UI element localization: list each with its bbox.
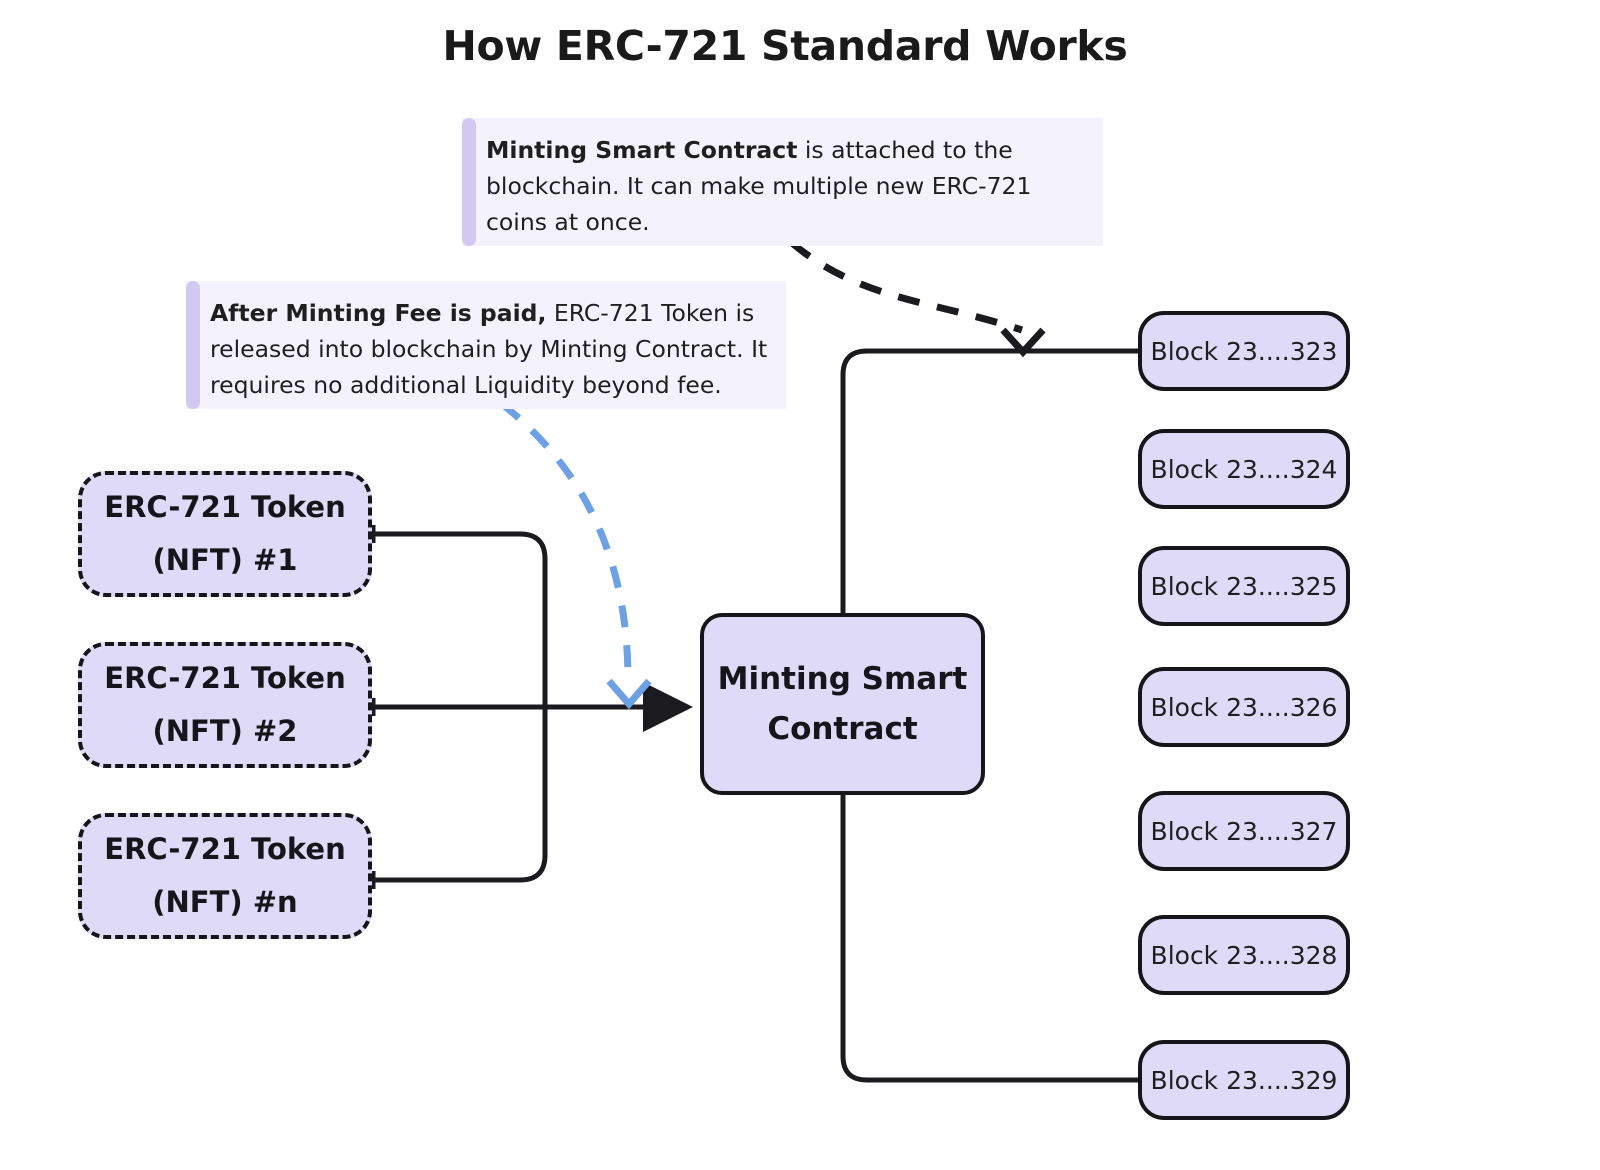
note-accent-bar (186, 281, 200, 409)
block-node-2[interactable]: Block 23....324 (1138, 429, 1350, 509)
block-node-7[interactable]: Block 23....329 (1138, 1040, 1350, 1120)
dashed-arrow-fee-note-head (606, 678, 652, 710)
block-node-7-label: Block 23....329 (1150, 1065, 1338, 1095)
edge-token1-to-contract (372, 531, 548, 707)
contract-line2: Contract (767, 711, 918, 747)
minting-smart-contract-node[interactable]: Minting Smart Contract (700, 613, 985, 795)
token-node-2-line2: (NFT) #2 (152, 714, 298, 748)
block-node-1[interactable]: Block 23....323 (1138, 311, 1350, 391)
page-title: How ERC-721 Standard Works (442, 22, 1128, 70)
note-accent-bar (462, 118, 476, 246)
edge-token3-to-contract (372, 707, 548, 883)
block-node-4-label: Block 23....326 (1150, 692, 1338, 722)
token-node-1-line2: (NFT) #1 (152, 543, 298, 577)
note-strong-text: Minting Smart Contract (486, 136, 798, 164)
block-node-3[interactable]: Block 23....325 (1138, 546, 1350, 626)
token-node-3-line2: (NFT) #n (152, 885, 298, 919)
block-node-5[interactable]: Block 23....327 (1138, 791, 1350, 871)
dashed-arrow-fee-note (499, 401, 632, 681)
note-strong-text: After Minting Fee is paid, (210, 299, 547, 327)
minting-smart-contract-label: Minting Smart Contract (718, 654, 968, 754)
token-node-1-label: ERC-721 Token (NFT) #1 (104, 481, 345, 587)
edge-contract-spine (840, 348, 1138, 613)
minting-fee-note: After Minting Fee is paid, ERC-721 Token… (186, 281, 786, 409)
minting-contract-note: Minting Smart Contract is attached to th… (462, 118, 1103, 246)
note-body-text: is attached to the blockchain. It can ma… (486, 136, 1032, 236)
note-body-text: ERC-721 Token is released into blockchai… (210, 299, 768, 399)
block-node-1-label: Block 23....323 (1150, 336, 1338, 366)
token-node-2-line1: ERC-721 Token (104, 661, 346, 695)
contract-line1: Minting Smart (717, 661, 968, 697)
block-node-3-label: Block 23....325 (1150, 571, 1338, 601)
dashed-arrow-contract-note (789, 240, 1024, 334)
token-node-3-label: ERC-721 Token (NFT) #n (104, 823, 345, 929)
block-node-6-label: Block 23....328 (1150, 940, 1338, 970)
token-node-1[interactable]: ERC-721 Token (NFT) #1 (78, 471, 372, 597)
token-node-1-line1: ERC-721 Token (104, 490, 346, 524)
token-node-2-label: ERC-721 Token (NFT) #2 (104, 652, 345, 758)
token-node-2[interactable]: ERC-721 Token (NFT) #2 (78, 642, 372, 768)
block-node-4[interactable]: Block 23....326 (1138, 667, 1350, 747)
block-node-2-label: Block 23....324 (1150, 454, 1338, 484)
block-node-6[interactable]: Block 23....328 (1138, 915, 1350, 995)
dashed-arrow-contract-note-head (1000, 327, 1046, 358)
token-node-3[interactable]: ERC-721 Token (NFT) #n (78, 813, 372, 939)
token-node-3-line1: ERC-721 Token (104, 832, 346, 866)
edge-contract-spine-lower (840, 795, 1138, 1083)
block-node-5-label: Block 23....327 (1150, 816, 1338, 846)
